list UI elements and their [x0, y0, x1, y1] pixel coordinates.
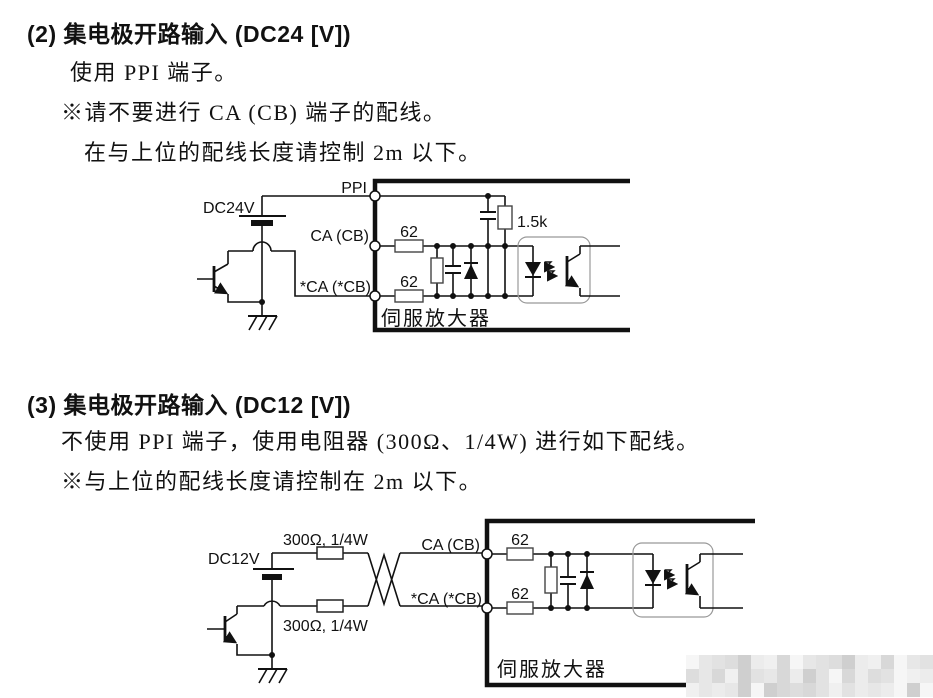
dc24-circuit-diagram: DC24V: [197, 178, 630, 333]
led-icon: [525, 246, 541, 296]
optocoupler-icon: [632, 542, 743, 618]
section-dc12-line2: ※与上位的配线长度请控制在 2m 以下。: [61, 469, 483, 494]
watermark-mosaic: [686, 655, 933, 697]
clamp-diode-icon: [580, 551, 594, 611]
optocoupler-icon: [517, 236, 620, 304]
shunt-resistor-icon: [430, 243, 444, 299]
section-dc24-line3: 在与上位的配线长度请控制 2m 以下。: [84, 140, 482, 165]
section-dc24-heading: (2) 集电极开路输入 (DC24 [V]): [27, 21, 352, 47]
series-300ohm-bottom-label: 300Ω, 1/4W: [283, 618, 369, 635]
series-resistor-bottom-icon: [394, 289, 424, 303]
dc12-circuit-diagram: 300Ω, 1/4W 300Ω, 1/4W DC12V: [207, 518, 755, 688]
led-icon: [645, 554, 661, 608]
series-resistor-top-icon: [394, 239, 424, 253]
section-dc24-line1: 使用 PPI 端子。: [70, 60, 238, 85]
host-side-wiring: [228, 195, 370, 305]
light-arrows-icon: [664, 569, 679, 590]
photo-transistor-icon: [684, 553, 743, 609]
ground-symbol-icon: [258, 655, 288, 684]
shunt-capacitor-icon: [445, 243, 461, 299]
section-dc12-heading: (3) 集电极开路输入 (DC12 [V]): [27, 392, 352, 418]
pullup-resistor-label: 1.5k: [517, 214, 548, 231]
servo-amp-label: 伺服放大器: [381, 307, 491, 330]
series-resistor-top-label: 62: [400, 224, 418, 241]
shunt-capacitor-icon: [560, 551, 576, 611]
battery-dc12-icon: [253, 553, 294, 580]
servo-amp-border: [372, 178, 630, 333]
series-300ohm-top-icon: [316, 546, 344, 560]
shunt-resistor-icon: [544, 551, 558, 611]
twisted-pair-icon: [367, 552, 482, 607]
light-arrows-icon: [544, 261, 559, 282]
series-300ohm-top-label: 300Ω, 1/4W: [283, 532, 369, 549]
series-resistor-bottom-label: 62: [511, 586, 529, 603]
pullup-capacitor-icon: [480, 193, 496, 299]
ca-inv-terminal-label: *CA (*CB): [300, 279, 371, 296]
ca-terminal: [369, 240, 381, 252]
ground-symbol-icon: [248, 302, 278, 331]
servo-amp-label: 伺服放大器: [497, 658, 607, 681]
series-300ohm-bottom-icon: [316, 599, 344, 613]
npn-transistor-icon: [207, 606, 272, 656]
ca-terminal: [481, 548, 493, 560]
ca-inv-terminal: [481, 602, 493, 614]
ppi-terminal-label: PPI: [341, 180, 367, 197]
ca-inv-terminal-label: *CA (*CB): [411, 591, 482, 608]
section-dc24-line2: ※请不要进行 CA (CB) 端子的配线。: [61, 100, 447, 125]
npn-transistor-icon: [197, 251, 262, 303]
section-dc12-line1: 不使用 PPI 端子，使用电阻器 (300Ω、1/4W) 进行如下配线。: [61, 429, 700, 454]
series-resistor-top-icon: [506, 547, 534, 561]
ca-terminal-label: CA (CB): [421, 537, 480, 554]
ca-terminal-label: CA (CB): [310, 228, 369, 245]
series-resistor-top-label: 62: [511, 532, 529, 549]
ca-inv-terminal: [369, 290, 381, 302]
ppi-terminal: [369, 190, 381, 202]
series-resistor-bottom-icon: [506, 601, 534, 615]
dc24-supply-label: DC24V: [203, 200, 255, 217]
photo-transistor-icon: [564, 245, 620, 297]
series-resistor-bottom-label: 62: [400, 274, 418, 291]
battery-dc24-icon: [239, 215, 286, 226]
dc12-supply-label: DC12V: [208, 551, 260, 568]
clamp-diode-icon: [464, 243, 478, 299]
pullup-resistor-icon: [497, 196, 513, 299]
